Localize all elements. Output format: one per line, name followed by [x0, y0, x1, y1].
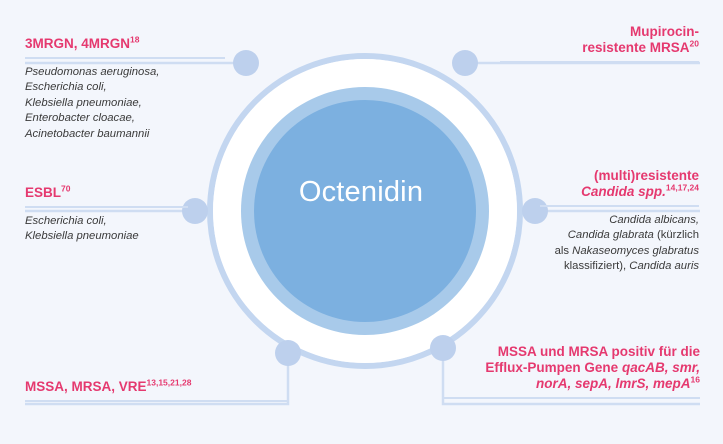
block-candida-heading-line2: Candida spp.14,17,24	[540, 182, 699, 200]
node-candida-icon[interactable]	[522, 198, 548, 224]
block-efflux-heading-roman: MSSA und MRSA positiv für die Efflux-Pum…	[485, 344, 700, 375]
connector-efflux	[441, 348, 700, 406]
block-3mrgn-body: Pseudomonas aeruginosa, Escherichia coli…	[25, 66, 160, 140]
block-candida: (multi)resistente Candida spp.14,17,24 C…	[540, 168, 699, 275]
core-circle	[254, 100, 476, 322]
block-candida-heading-line1: (multi)resistente	[593, 168, 699, 183]
block-3mrgn-heading: 3MRGN, 4MRGN18	[25, 34, 225, 52]
block-esbl: ESBL70 Escherichia coli, Klebsiella pneu…	[25, 183, 188, 245]
block-candida-body-p2: Nakaseomyces glabratus	[572, 244, 699, 257]
block-candida-heading-species: Candida spp.	[581, 184, 666, 199]
block-efflux-heading-genes: qacAB, smr, norA, sepA, lmrS, mepA	[535, 360, 700, 391]
block-mupirocin-heading: Mupirocin- resistente MRSA20	[500, 24, 699, 56]
block-mssa-mrsa-vre: MSSA, MRSA, VRE13,15,21,28	[25, 377, 287, 402]
node-esbl-icon[interactable]	[182, 198, 208, 224]
block-3mrgn-rule	[25, 57, 225, 59]
center-label: Octenidin	[298, 176, 424, 208]
block-candida-body-r1: (kürzlich als	[554, 229, 699, 257]
node-efflux-icon[interactable]	[430, 335, 456, 361]
block-candida-body-r2: klassifiziert),	[564, 260, 627, 273]
connector-mssa	[25, 353, 290, 406]
node-3mrgn-icon[interactable]	[233, 50, 259, 76]
block-3mrgn: 3MRGN, 4MRGN18 Pseudomonas aeruginosa, E…	[25, 34, 225, 142]
block-esbl-heading: ESBL70	[25, 183, 188, 201]
block-esbl-heading-text: ESBL	[25, 185, 62, 200]
block-efflux-heading-ref: 16	[690, 374, 700, 385]
node-mssa-icon[interactable]	[275, 340, 301, 366]
block-candida-body-p3: Candida auris	[629, 260, 699, 273]
block-mupirocin-heading-ref: 20	[689, 38, 699, 49]
block-mupirocin-heading-text: Mupirocin- resistente MRSA	[582, 24, 699, 55]
block-mssa-heading-text: MSSA, MRSA, VRE	[25, 379, 147, 394]
block-candida-body: Candida albicans, Candida glabrata (kürz…	[540, 213, 699, 275]
block-3mrgn-heading-text: 3MRGN, 4MRGN	[25, 36, 131, 51]
block-mupirocin-rule	[500, 61, 699, 63]
node-mupirocin-icon[interactable]	[452, 50, 478, 76]
block-candida-heading-ref: 14,17,24	[665, 182, 699, 193]
block-3mrgn-heading-ref: 18	[130, 34, 140, 45]
block-esbl-rule	[25, 206, 188, 208]
block-candida-heading: (multi)resistente Candida spp.14,17,24	[540, 168, 699, 200]
block-esbl-heading-ref: 70	[61, 183, 71, 194]
block-esbl-body: Escherichia coli, Klebsiella pneumoniae	[25, 215, 139, 243]
block-mssa-heading: MSSA, MRSA, VRE13,15,21,28	[25, 377, 287, 395]
block-mssa-heading-ref: 13,15,21,28	[146, 377, 192, 388]
block-mupirocin-mrsa: Mupirocin- resistente MRSA20	[500, 24, 699, 63]
block-efflux-genes: MSSA und MRSA positiv für die Efflux-Pum…	[443, 344, 700, 399]
outer-ring	[207, 53, 523, 369]
block-efflux-heading: MSSA und MRSA positiv für die Efflux-Pum…	[443, 344, 700, 392]
block-candida-body-p1: Candida albicans, Candida glabrata	[567, 214, 699, 242]
block-candida-rule	[540, 205, 699, 207]
block-efflux-rule	[443, 397, 700, 399]
block-mssa-rule	[25, 400, 287, 402]
